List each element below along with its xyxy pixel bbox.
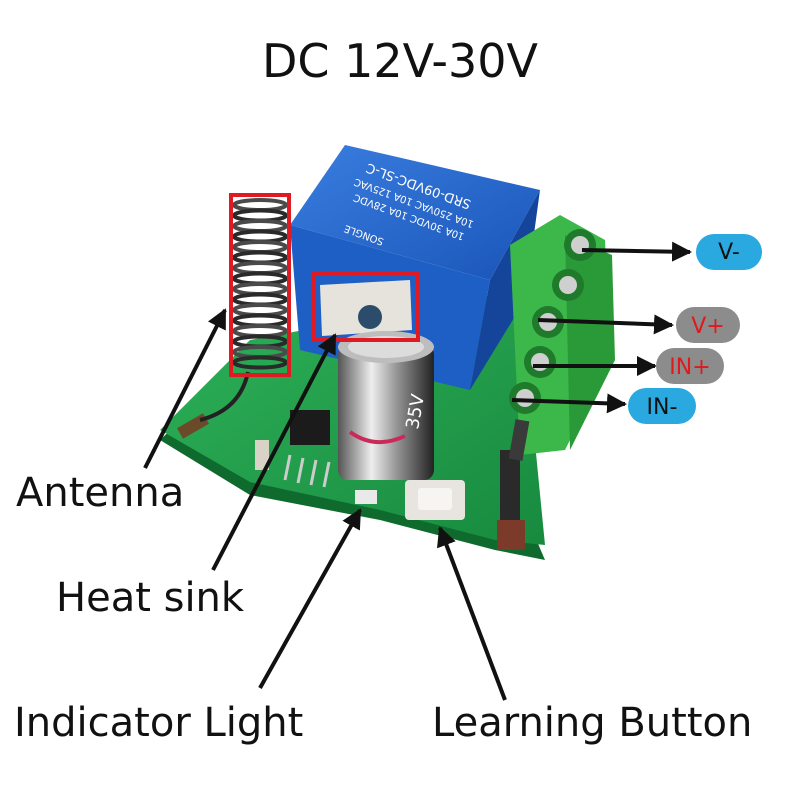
indicator-led — [355, 490, 377, 504]
antenna-arrow — [143, 308, 227, 469]
jumper-pins — [497, 419, 530, 550]
terminal-label-1: V- — [718, 240, 740, 265]
antenna-coil — [199, 198, 288, 422]
antenna-label: Antenna — [16, 470, 185, 516]
diode — [255, 440, 269, 470]
terminal-pill-2 — [676, 307, 740, 343]
learning-button-arrow — [437, 526, 507, 701]
capacitor: 35V — [338, 331, 434, 480]
terminal-pill-1 — [696, 234, 762, 270]
heat-sink-arrow — [211, 333, 337, 571]
terminal-screw-head — [516, 389, 534, 407]
ic-chip — [290, 410, 330, 445]
antenna-coil-ring — [232, 355, 288, 370]
antenna-lead-wire — [199, 371, 250, 422]
terminal-pill-4 — [628, 388, 696, 424]
heat-sink-label: Heat sink — [56, 575, 245, 621]
voltage-title: DC 12V-30V — [261, 34, 539, 88]
terminal-block — [509, 215, 615, 455]
callout-arrows — [143, 241, 692, 701]
heat-sink-highlight-box — [312, 272, 420, 342]
terminal-arrow-2 — [537, 314, 674, 335]
terminal-label-2: V+ — [691, 314, 724, 339]
terminal-label-3: IN+ — [669, 355, 710, 380]
learning-button-part — [405, 480, 465, 520]
heat-sink — [320, 280, 412, 336]
terminal-screw-head — [559, 276, 577, 294]
learning-button-label: Learning Button — [432, 700, 753, 746]
terminal-arrow-1 — [581, 241, 692, 262]
indicator-light-label: Indicator Light — [14, 700, 304, 746]
terminal-screw-head — [531, 353, 549, 371]
relay: SRD-09VDC-SL-C 10A 250VAC 10A 125VAC 10A… — [290, 145, 540, 390]
terminal-label-pills: V- V+ IN+ IN- — [628, 234, 762, 424]
terminal-arrow-4 — [511, 393, 627, 414]
indicator-light-arrow — [258, 508, 362, 689]
terminal-pill-3 — [656, 348, 724, 384]
terminal-label-4: IN- — [647, 395, 678, 420]
antenna-highlight-box — [229, 193, 291, 377]
